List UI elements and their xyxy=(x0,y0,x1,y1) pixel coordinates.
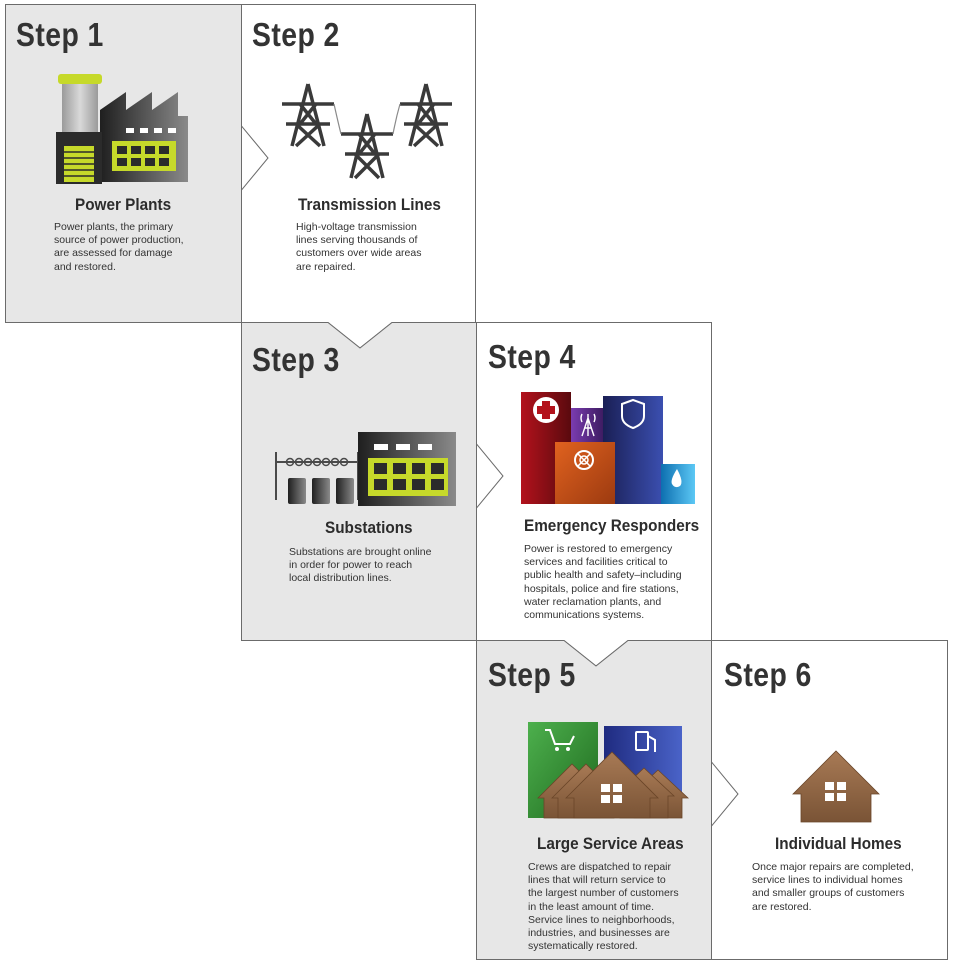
step-4-title: Emergency Responders xyxy=(524,516,700,535)
step-1-description: Power plants, the primary source of powe… xyxy=(54,221,184,273)
step-5-description: Crews are dispatched to repair lines tha… xyxy=(528,861,679,953)
house-icon xyxy=(792,750,880,823)
step-2-label: Step 2 xyxy=(252,16,340,53)
substation-icon xyxy=(275,432,456,506)
step-1-label: Step 1 xyxy=(16,16,104,53)
step-2-description: High-voltage transmission lines serving … xyxy=(296,221,422,273)
step-3-description: Substations are brought online in order … xyxy=(289,546,432,585)
step-3-title: Substations xyxy=(325,518,413,537)
step-6-description: Once major repairs are completed, servic… xyxy=(752,861,914,913)
emergency-buildings-icon xyxy=(521,392,695,504)
step-2-title: Transmission Lines xyxy=(298,195,441,214)
step-6-label: Step 6 xyxy=(724,656,812,693)
step-3-label: Step 3 xyxy=(252,341,340,378)
step-5-title: Large Service Areas xyxy=(537,834,684,853)
power-plant-icon xyxy=(56,74,188,184)
step-1-title: Power Plants xyxy=(75,195,172,214)
step-4-label: Step 4 xyxy=(488,338,576,375)
step-6-title: Individual Homes xyxy=(775,834,902,853)
step-5-label: Step 5 xyxy=(488,656,576,693)
neighborhood-icon xyxy=(528,722,690,819)
transmission-towers-icon xyxy=(282,83,452,180)
step-4-description: Power is restored to emergency services … xyxy=(524,543,682,622)
